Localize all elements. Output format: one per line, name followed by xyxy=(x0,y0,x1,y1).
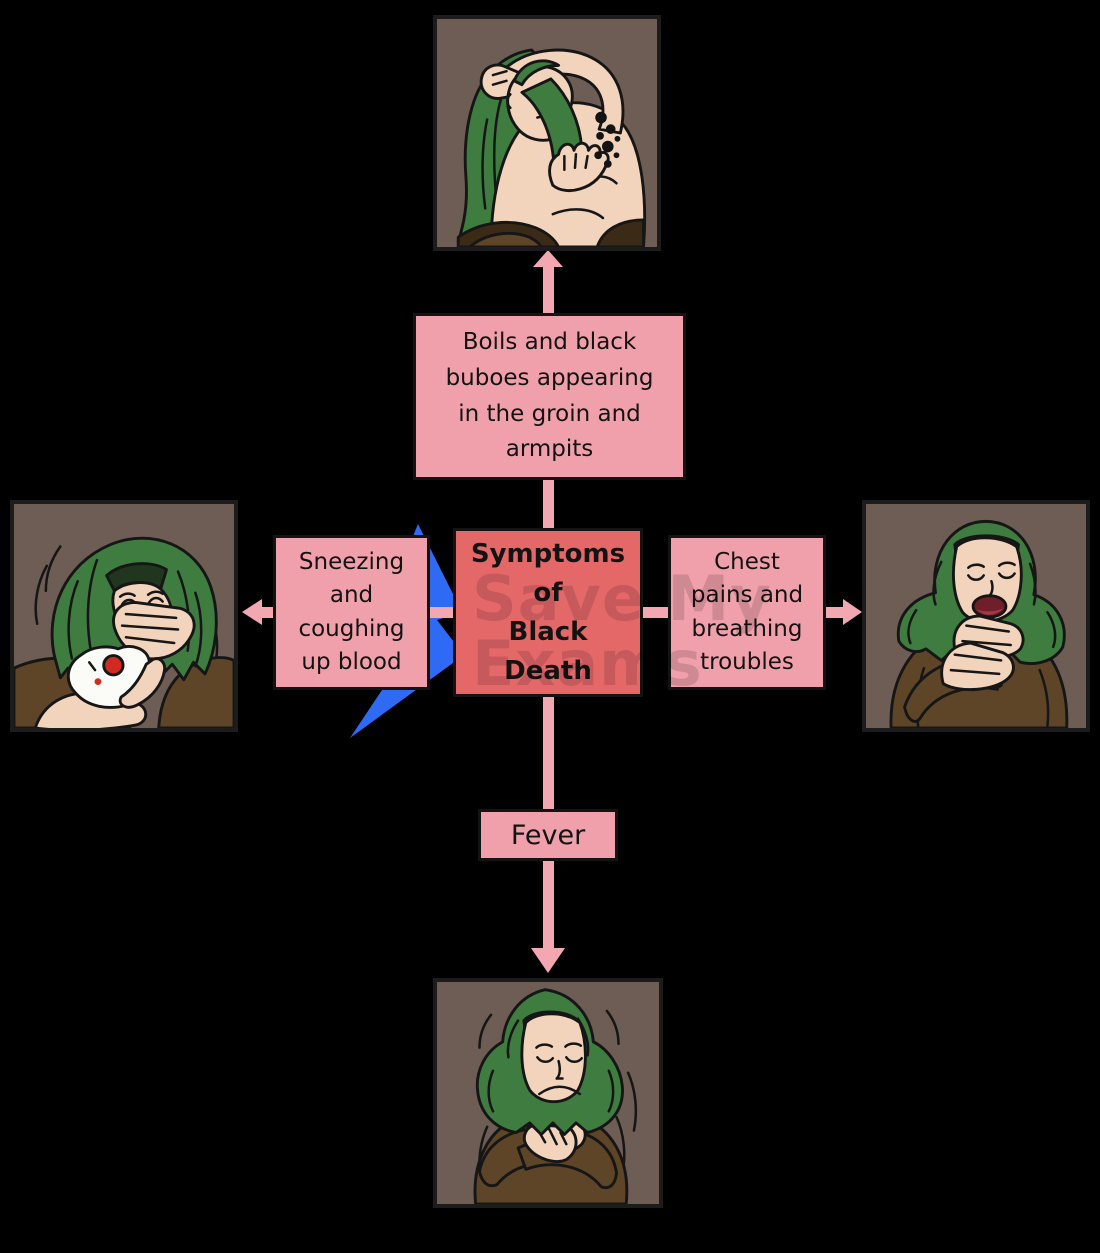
arrow-up-shaft xyxy=(543,265,554,314)
fingers-on-cloth xyxy=(118,657,167,709)
illustration-fever xyxy=(433,978,663,1208)
symptom-box-boils: Boils and black buboes appearing in the … xyxy=(413,313,686,480)
arrow-up-head xyxy=(533,250,563,267)
symptom-box-sneezing: Sneezing and coughing up blood xyxy=(273,535,430,690)
fever-illustration-svg xyxy=(437,982,659,1204)
symptom-box-chest-pains: Chest pains and breathing troubles xyxy=(668,535,826,690)
garment-right xyxy=(595,218,645,247)
center-title-box: Symptoms of Black Death xyxy=(453,528,643,697)
black-buboes xyxy=(594,111,621,168)
illustration-coughing xyxy=(862,500,1090,732)
buboes-illustration-svg xyxy=(437,19,657,247)
tongue xyxy=(976,608,1004,615)
shake-lines xyxy=(34,545,219,720)
symptom-box-fever: Fever xyxy=(478,809,618,861)
arrow-right-shaft xyxy=(825,607,844,618)
arrow-down-head xyxy=(531,948,565,973)
illustration-buboes-armpit xyxy=(433,15,661,251)
hood-over-head xyxy=(512,59,561,87)
arrow-left-connector xyxy=(429,607,454,618)
sneezing-illustration-svg xyxy=(14,504,234,728)
coughing-illustration-svg xyxy=(866,504,1086,728)
illustration-sneezing xyxy=(10,500,238,732)
arrow-down-shaft xyxy=(543,860,554,950)
blood-spot xyxy=(102,654,125,677)
arrow-right-connector xyxy=(642,607,669,618)
arrow-left-shaft xyxy=(261,607,274,618)
arrow-left-head xyxy=(242,599,262,625)
sad-mouth xyxy=(538,1085,582,1096)
arrow-top-connector xyxy=(543,479,554,529)
arrow-right-head xyxy=(843,599,862,625)
arrow-down-connector xyxy=(543,696,554,810)
